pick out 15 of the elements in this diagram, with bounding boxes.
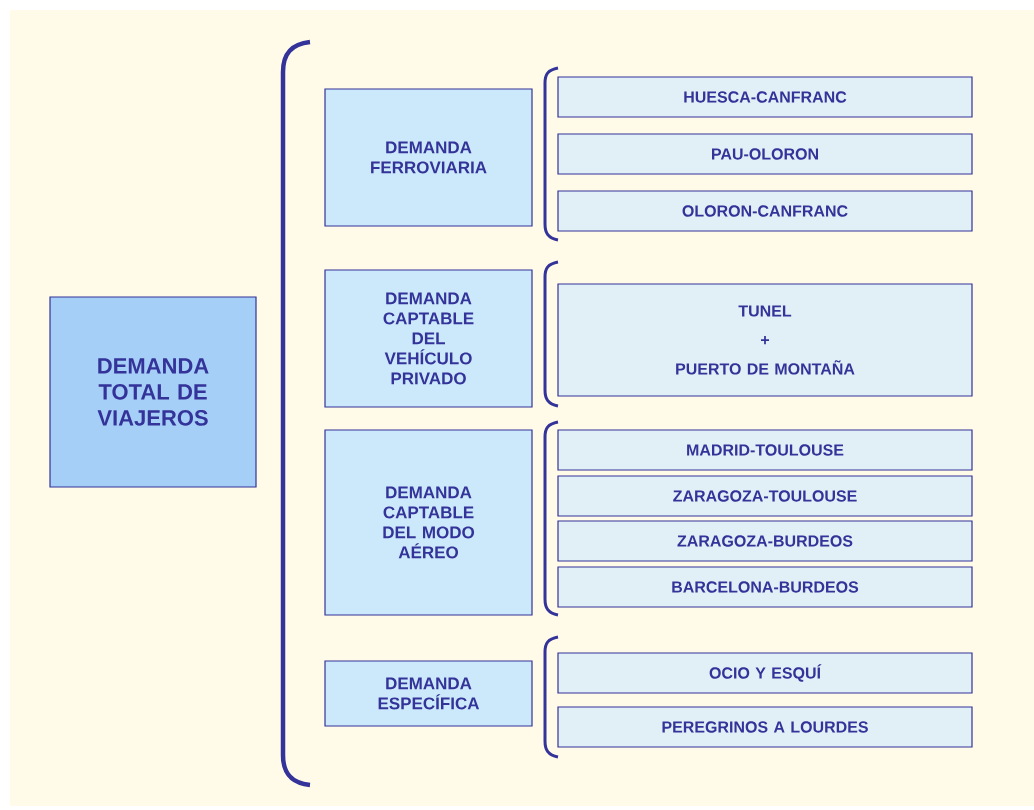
route-box: PAU-OLORON (557, 133, 973, 175)
route-box: BARCELONA-BURDEOS (557, 566, 973, 608)
route-box: ZARAGOZA-BURDEOS (557, 520, 973, 562)
route-box: OLORON-CANFRANC (557, 190, 973, 232)
route-box: MADRID-TOULOUSE (557, 429, 973, 471)
route-box: PEREGRINOS A LOURDES (557, 706, 973, 748)
route-box: ZARAGOZA-TOULOUSE (557, 475, 973, 517)
category-box: DEMANDA ESPECÍFICA (324, 660, 533, 727)
route-box: OCIO Y ESQUÍ (557, 652, 973, 694)
root-box: DEMANDA TOTAL DE VIAJEROS (49, 296, 257, 488)
route-box: TUNEL + PUERTO DE MONTAÑA (557, 283, 973, 397)
category-box: DEMANDA CAPTABLE DEL MODO AÉREO (324, 429, 533, 616)
route-box: HUESCA-CANFRANC (557, 76, 973, 118)
category-box: DEMANDA CAPTABLE DEL VEHÍCULO PRIVADO (324, 269, 533, 408)
category-box: DEMANDA FERROVIARIA (324, 88, 533, 227)
